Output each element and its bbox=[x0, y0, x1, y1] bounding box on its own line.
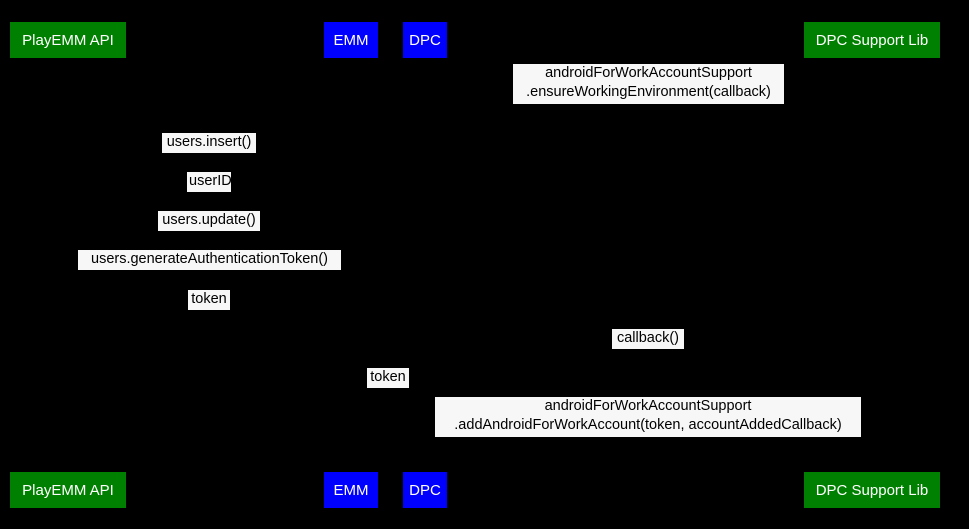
participant-label: EMM bbox=[333, 481, 369, 499]
participant-dpc-support-lib-bottom[interactable]: DPC Support Lib bbox=[804, 472, 940, 508]
participant-label: DPC bbox=[409, 31, 441, 49]
lifeline-dpc bbox=[425, 58, 426, 472]
message-label-users-update: users.update() bbox=[158, 211, 260, 231]
participant-label: PlayEMM API bbox=[22, 481, 114, 499]
message-label-users-generate-authentication-token: users.generateAuthenticationToken() bbox=[78, 250, 341, 270]
lifeline-emm bbox=[351, 58, 352, 472]
message-label-token-to-dpc: token bbox=[367, 368, 409, 388]
message-line-users-update bbox=[68, 232, 351, 233]
message-line-token-to-dpc bbox=[351, 389, 425, 390]
participant-playemm-api-top[interactable]: PlayEMM API bbox=[10, 22, 126, 58]
message-line-users-generate-authentication-token bbox=[68, 271, 351, 272]
participant-label: DPC bbox=[409, 481, 441, 499]
lifeline-playemm-api bbox=[68, 58, 69, 472]
participant-dpc-bottom[interactable]: DPC bbox=[403, 472, 447, 508]
message-label-ensure-working-environment: androidForWorkAccountSupport .ensureWork… bbox=[513, 64, 784, 104]
participant-emm-top[interactable]: EMM bbox=[324, 22, 378, 58]
participant-label: EMM bbox=[333, 31, 369, 49]
message-label-add-android-for-work-account: androidForWorkAccountSupport .addAndroid… bbox=[435, 397, 861, 437]
participant-dpc-support-lib-top[interactable]: DPC Support Lib bbox=[804, 22, 940, 58]
participant-label: DPC Support Lib bbox=[815, 481, 929, 499]
participant-emm-bottom[interactable]: EMM bbox=[324, 472, 378, 508]
message-line-users-insert bbox=[68, 154, 351, 155]
participant-label: PlayEMM API bbox=[22, 31, 114, 49]
message-line-callback bbox=[425, 350, 872, 351]
message-line-user-id bbox=[68, 193, 351, 194]
message-label-user-id: userID bbox=[187, 172, 232, 192]
message-label-users-insert: users.insert() bbox=[162, 133, 256, 153]
message-line-add-android-for-work-account bbox=[425, 438, 872, 439]
lifeline-dpc-support-lib bbox=[872, 58, 873, 472]
participant-label: DPC Support Lib bbox=[815, 31, 929, 49]
message-line-token-to-emm bbox=[68, 311, 351, 312]
message-line-ensure-working-environment bbox=[425, 105, 872, 106]
message-label-token-to-emm: token bbox=[188, 290, 230, 310]
participant-playemm-api-bottom[interactable]: PlayEMM API bbox=[10, 472, 126, 508]
message-label-callback: callback() bbox=[612, 329, 684, 349]
participant-dpc-top[interactable]: DPC bbox=[403, 22, 447, 58]
